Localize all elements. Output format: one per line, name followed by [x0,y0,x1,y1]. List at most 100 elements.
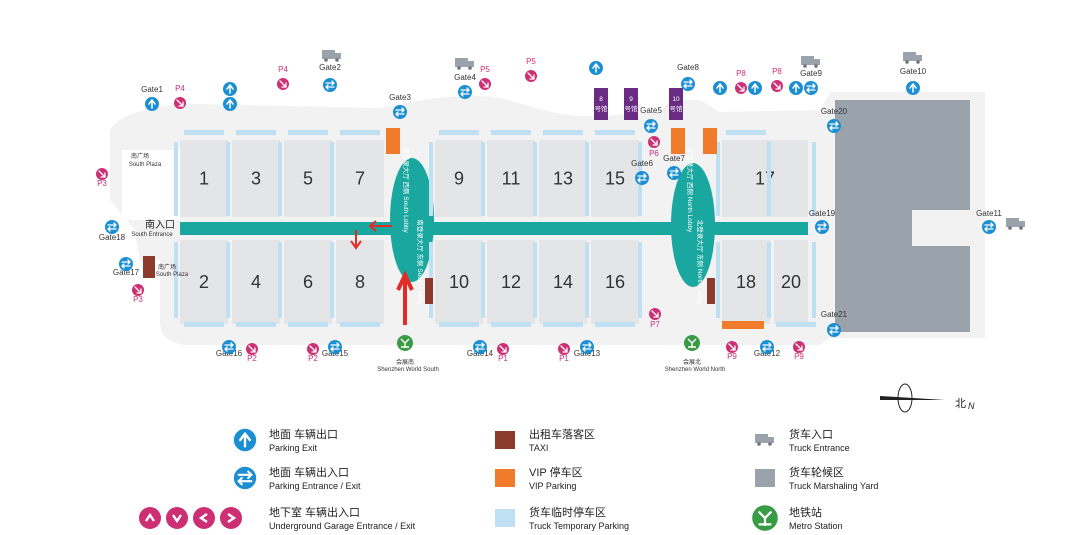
parking-p1-icon[interactable] [557,342,571,356]
parking-p3-icon[interactable] [95,167,109,181]
gate-3-icon[interactable] [392,104,408,120]
gate-2-icon[interactable] [322,77,338,93]
gate-7-icon[interactable] [666,165,682,181]
hall-15 [591,140,639,217]
parking-p5-icon[interactable] [478,77,492,91]
vip-parking-south [386,128,400,154]
truck-entrance-icon[interactable] [455,58,474,70]
hall-2 [180,240,228,324]
gate-9-icon[interactable] [803,80,819,96]
south-lobby-west-label: 南登录大厅 西侧 South Lobby [402,147,411,233]
parking-p5-icon[interactable] [524,69,538,83]
gate-8-icon[interactable] [680,76,696,92]
gate-4-icon[interactable] [457,84,473,100]
legend-item-0-en: Parking Exit [269,443,318,453]
gate-20-label: Gate20 [821,107,848,116]
parking-p2-icon[interactable] [306,342,320,356]
hall-5 [284,140,332,217]
parking-p2-icon[interactable] [245,342,259,356]
parking-p1-icon[interactable] [496,342,510,356]
legend-item-2-en: Underground Garage Entrance / Exit [269,521,416,531]
metro-south-icon [396,334,414,352]
truck-strip-vertical [330,242,334,318]
parking-p9-icon[interactable] [792,340,806,354]
truck-strip-vertical [638,242,642,318]
gate-19-icon[interactable] [814,219,830,235]
north-lobby-west-label: 北登录大厅 西侧 North Lobby [686,148,695,233]
parking-p3-icon[interactable] [131,283,145,297]
gate-10-icon[interactable] [905,80,921,96]
gate-12-icon[interactable] [759,339,775,355]
legend-item-7-en: Truck Marshaling Yard [789,481,878,491]
truck-strip-top [288,130,328,135]
gate-11-label: Gate11 [976,209,1002,218]
parking-p8-icon[interactable] [734,81,748,95]
truck-entrance-icon[interactable] [1006,218,1025,230]
north-lobby-east-label: 北登录大厅 东侧 North Lobby [696,220,705,305]
gate-1-label: Gate1 [141,85,163,94]
parking-p8-icon[interactable] [770,79,784,93]
gate-16-icon[interactable] [221,339,237,355]
gate-1-icon[interactable] [144,96,160,112]
gate-15-icon[interactable] [327,339,343,355]
taxi-zone-1 [143,256,155,278]
parking-p1-label: P1 [559,354,569,363]
parking-exit-icon[interactable] [222,96,238,112]
truck-strip-vertical [278,242,282,318]
truck-entrance-icon[interactable] [903,52,922,64]
legend-item-6-zh: 货车入口 [789,427,833,441]
hall-1 [180,140,228,217]
underground-garage-arrow-icon [145,512,155,522]
parking-exit-icon[interactable] [222,81,238,97]
gate-5-icon[interactable] [643,118,659,134]
small-hall-9 [624,88,638,120]
red-arrow-up [396,270,414,325]
parking-p4-label: P4 [175,84,185,93]
parking-p1-label: P1 [498,354,508,363]
gate-21-icon[interactable] [826,322,842,338]
parking-p7-icon[interactable] [648,307,662,321]
gate-9-label: Gate9 [800,69,822,78]
hall-18-label: 18 [736,272,756,292]
marshaling-swatch [755,469,775,487]
gate-14-icon[interactable] [472,339,488,355]
parking-p4-icon[interactable] [276,77,290,91]
parking-exit-icon[interactable] [747,80,763,96]
hall-20-label: 20 [781,272,801,292]
metro-icon [751,504,779,532]
parking-entrance-exit-icon [232,465,258,491]
hall-6 [284,240,332,324]
parking-p4-icon[interactable] [173,96,187,110]
gate-11-icon[interactable] [981,219,997,235]
parking-p9-icon[interactable] [725,340,739,354]
parking-exit-icon [232,427,258,453]
gate-8-label: Gate8 [677,63,699,72]
gate-6-icon[interactable] [634,170,650,186]
main-concourse [180,222,808,235]
parking-p6-icon[interactable] [647,135,661,149]
south-plaza-2-label: 南广场 [158,263,176,271]
truck-strip-bottom [439,322,479,327]
hall-1-label: 1 [199,169,209,189]
gate-18-icon[interactable] [104,219,120,235]
hall-15-label: 15 [605,169,625,189]
truck-strip-vertical [716,142,720,216]
parking-p8-label: P8 [772,67,782,76]
parking-exit-icon[interactable] [588,60,604,76]
metro-south-en-label: Shenzhen World South [377,367,439,373]
parking-exit-icon[interactable] [712,80,728,96]
gate-17-icon[interactable] [118,256,134,272]
truck-strip-vertical [226,142,230,216]
truck-entrance-icon[interactable] [801,56,820,68]
vip-parking-swatch [495,469,515,487]
parking-exit-icon[interactable] [788,80,804,96]
underground-garage-icon [220,507,242,529]
truck-strip-top [543,130,583,135]
small-hall-10-number: 10 [672,96,680,103]
gate-20-icon[interactable] [826,118,842,134]
truck-entrance-icon[interactable] [322,50,341,62]
gate-13-icon[interactable] [579,339,595,355]
truck-strip-bottom [288,322,328,327]
truck-strip-bottom [543,322,583,327]
